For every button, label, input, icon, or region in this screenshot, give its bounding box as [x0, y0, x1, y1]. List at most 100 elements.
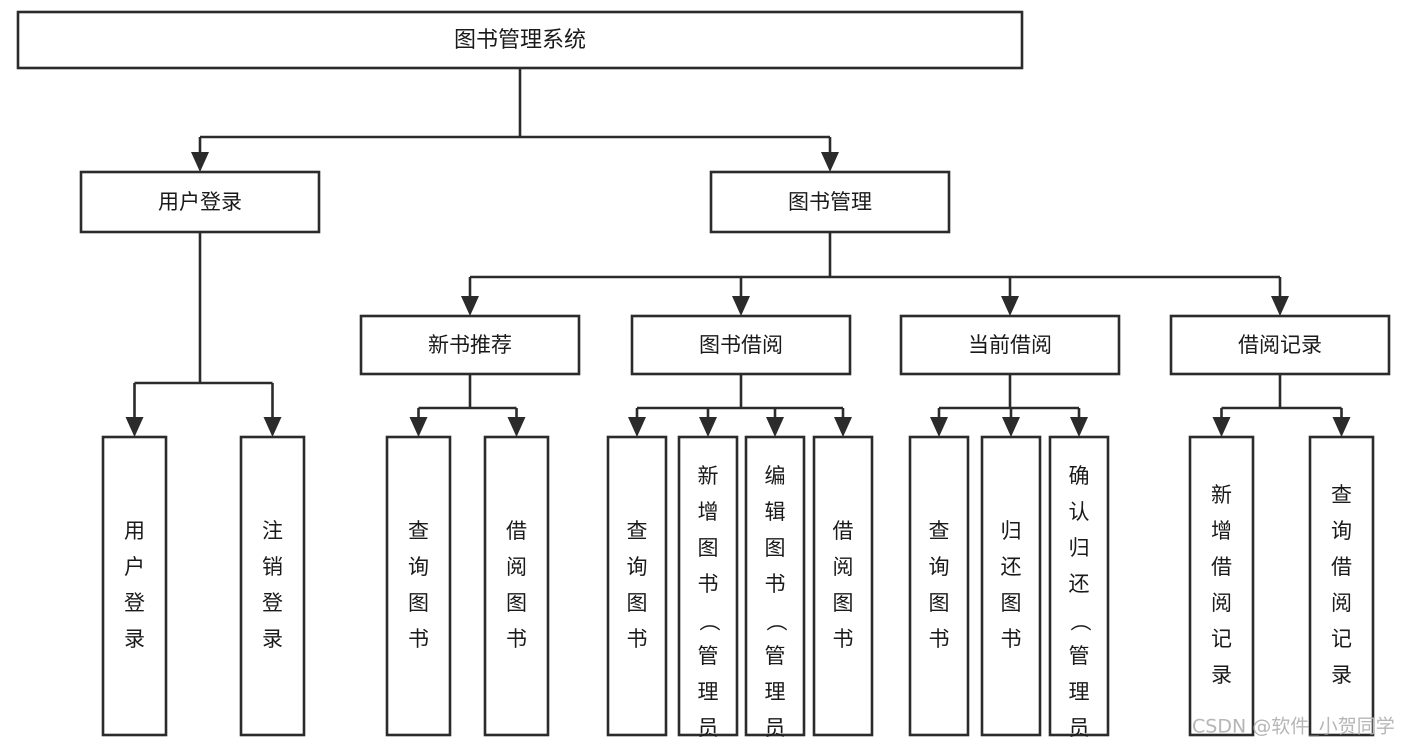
node-box-leaf-confirm-return[interactable]: [1048, 435, 1110, 737]
node-label-char-leaf-borrow-book-recommend-0: 借: [506, 519, 527, 543]
node-new-book-recommend[interactable]: 新书推荐: [359, 314, 581, 376]
node-box-leaf-add-borrow-record[interactable]: [1188, 435, 1255, 737]
node-label-char-leaf-query-book-recommend-1: 询: [408, 555, 429, 579]
node-label-book-management: 图书管理: [788, 190, 872, 214]
node-box-new-book-recommend[interactable]: [359, 314, 581, 376]
node-label-char-leaf-add-book-5: 管: [698, 644, 719, 668]
node-label-char-leaf-return-book-2: 图: [1001, 591, 1022, 615]
connectors-layer: [125, 68, 1351, 437]
node-label-char-leaf-query-borrow-record-4: 记: [1331, 627, 1352, 651]
node-box-book-borrow[interactable]: [630, 314, 852, 376]
node-label-char-leaf-add-book-4: （: [697, 611, 721, 632]
node-label-char-leaf-confirm-return-7: 员: [1069, 716, 1090, 740]
node-box-root[interactable]: [16, 10, 1024, 70]
node-label-char-leaf-add-borrow-record-1: 增: [1211, 519, 1232, 543]
node-label-borrow-record: 借阅记录: [1238, 333, 1322, 357]
node-label-char-leaf-return-book-0: 归: [1001, 519, 1022, 543]
node-book-management[interactable]: 图书管理: [709, 170, 951, 234]
node-borrow-record[interactable]: 借阅记录: [1169, 314, 1391, 376]
node-box-leaf-query-borrow-record[interactable]: [1308, 435, 1375, 737]
node-label-char-leaf-return-book-3: 书: [1001, 627, 1022, 651]
node-label-char-leaf-confirm-return-4: （: [1068, 611, 1092, 632]
node-label-char-leaf-logout-3: 录: [262, 627, 283, 651]
node-label-char-leaf-logout-2: 登: [262, 591, 283, 615]
node-label-char-leaf-edit-book-1: 辑: [765, 500, 786, 524]
node-label-char-leaf-add-borrow-record-0: 新: [1211, 483, 1232, 507]
node-label-char-leaf-borrow-book-0: 借: [833, 519, 854, 543]
node-label-char-leaf-query-borrow-record-5: 录: [1331, 663, 1352, 687]
node-label-char-leaf-query-book-current-0: 查: [929, 519, 950, 543]
node-label-char-leaf-user-login-1: 户: [124, 555, 145, 579]
arrow-head-new-book-recommend: [461, 296, 479, 316]
node-box-user-login[interactable]: [79, 170, 321, 234]
node-label-char-leaf-add-book-0: 新: [698, 464, 719, 488]
arrow-head-leaf-add-borrow-record: [1212, 417, 1231, 437]
nodes-layer: 图书管理系统用户登录图书管理新书推荐图书借阅当前借阅借阅记录用户登录注销登录查询…: [16, 10, 1391, 747]
node-box-leaf-logout[interactable]: [239, 435, 306, 737]
arrow-head-leaf-borrow-book-recommend: [507, 417, 526, 437]
node-label-char-leaf-query-book-borrow-2: 图: [627, 591, 648, 615]
node-label-char-leaf-edit-book-2: 图: [765, 536, 786, 560]
node-current-borrow[interactable]: 当前借阅: [899, 314, 1121, 376]
node-box-leaf-query-book-current[interactable]: [908, 435, 970, 737]
node-box-borrow-record[interactable]: [1169, 314, 1391, 376]
node-label-char-leaf-edit-book-7: 员: [765, 716, 786, 740]
node-label-current-borrow: 当前借阅: [968, 333, 1052, 357]
node-label-new-book-recommend: 新书推荐: [428, 333, 512, 357]
node-box-leaf-borrow-book-recommend[interactable]: [483, 435, 550, 737]
node-box-leaf-user-login[interactable]: [101, 435, 168, 737]
node-label-char-leaf-add-borrow-record-4: 记: [1211, 627, 1232, 651]
node-label-char-leaf-edit-book-4: （: [764, 611, 788, 632]
arrow-head-leaf-edit-book: [766, 417, 784, 437]
node-leaf-user-login[interactable]: 用户登录: [101, 435, 168, 737]
node-label-char-leaf-confirm-return-6: 理: [1069, 680, 1090, 704]
node-label-char-leaf-user-login-3: 录: [124, 627, 145, 651]
node-label-char-leaf-borrow-book-recommend-2: 图: [506, 591, 527, 615]
node-label-char-leaf-logout-0: 注: [262, 519, 283, 543]
node-label-root: 图书管理系统: [454, 28, 586, 53]
node-label-char-leaf-query-book-current-3: 书: [929, 627, 950, 651]
node-label-char-leaf-edit-book-5: 管: [765, 644, 786, 668]
node-label-char-leaf-add-book-7: 员: [698, 716, 719, 740]
node-box-leaf-query-book-borrow[interactable]: [606, 435, 668, 737]
node-label-char-leaf-add-book-6: 理: [698, 680, 719, 704]
node-label-book-borrow: 图书借阅: [699, 333, 783, 357]
node-box-current-borrow[interactable]: [899, 314, 1121, 376]
node-label-char-leaf-add-book-1: 增: [698, 500, 719, 524]
node-label-char-leaf-query-borrow-record-2: 借: [1331, 555, 1352, 579]
arrow-head-current-borrow: [1001, 296, 1019, 316]
node-box-book-management[interactable]: [709, 170, 951, 234]
node-root[interactable]: 图书管理系统: [16, 10, 1024, 70]
arrow-head-borrow-record: [1271, 296, 1289, 316]
node-label-char-leaf-confirm-return-2: 归: [1069, 536, 1090, 560]
node-box-leaf-query-book-recommend[interactable]: [385, 435, 452, 737]
node-label-user-login: 用户登录: [158, 190, 242, 214]
node-user-login[interactable]: 用户登录: [79, 170, 321, 234]
node-label-char-leaf-confirm-return-0: 确: [1069, 464, 1090, 488]
node-book-borrow[interactable]: 图书借阅: [630, 314, 852, 376]
node-box-leaf-edit-book[interactable]: [744, 435, 806, 737]
node-box-leaf-return-book[interactable]: [980, 435, 1042, 737]
node-label-char-leaf-borrow-book-3: 书: [833, 627, 854, 651]
node-box-leaf-borrow-book[interactable]: [812, 435, 874, 737]
node-label-char-leaf-query-book-borrow-1: 询: [627, 555, 648, 579]
node-box-leaf-add-book[interactable]: [677, 435, 739, 737]
arrow-head-leaf-query-borrow-record: [1332, 417, 1351, 437]
arrow-head-leaf-borrow-book: [834, 417, 852, 437]
node-label-char-leaf-add-borrow-record-5: 录: [1211, 663, 1232, 687]
arrow-head-book-management: [821, 152, 839, 172]
